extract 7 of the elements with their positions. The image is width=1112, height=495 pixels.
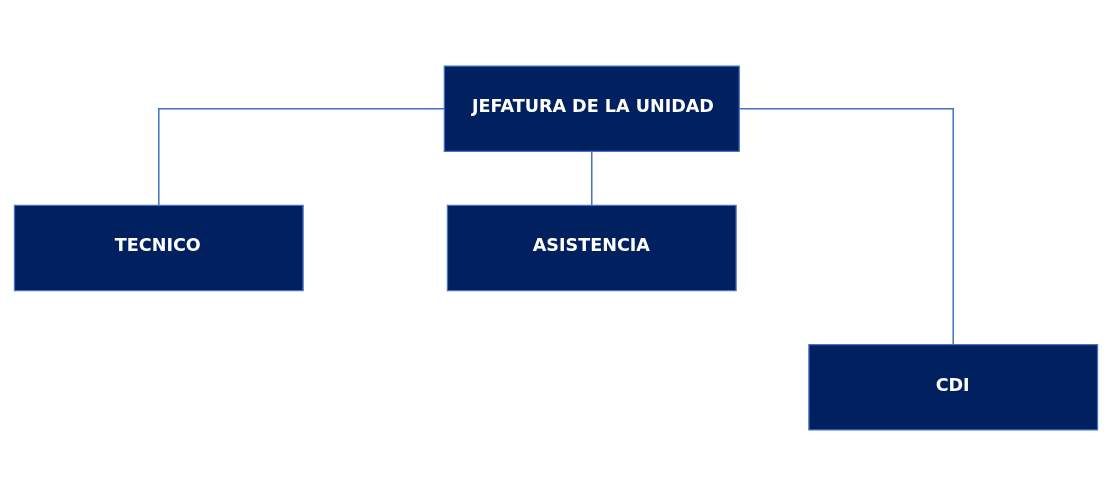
- connector: [591, 150, 593, 206]
- node-box: JEFATURA DE LA UNIDAD: [443, 64, 740, 152]
- node-box: ASISTENCIA: [446, 204, 737, 291]
- node-box: CDI: [808, 343, 1099, 431]
- connector: [158, 107, 445, 206]
- connector: [738, 107, 954, 345]
- node-box: TECNICO: [13, 204, 304, 291]
